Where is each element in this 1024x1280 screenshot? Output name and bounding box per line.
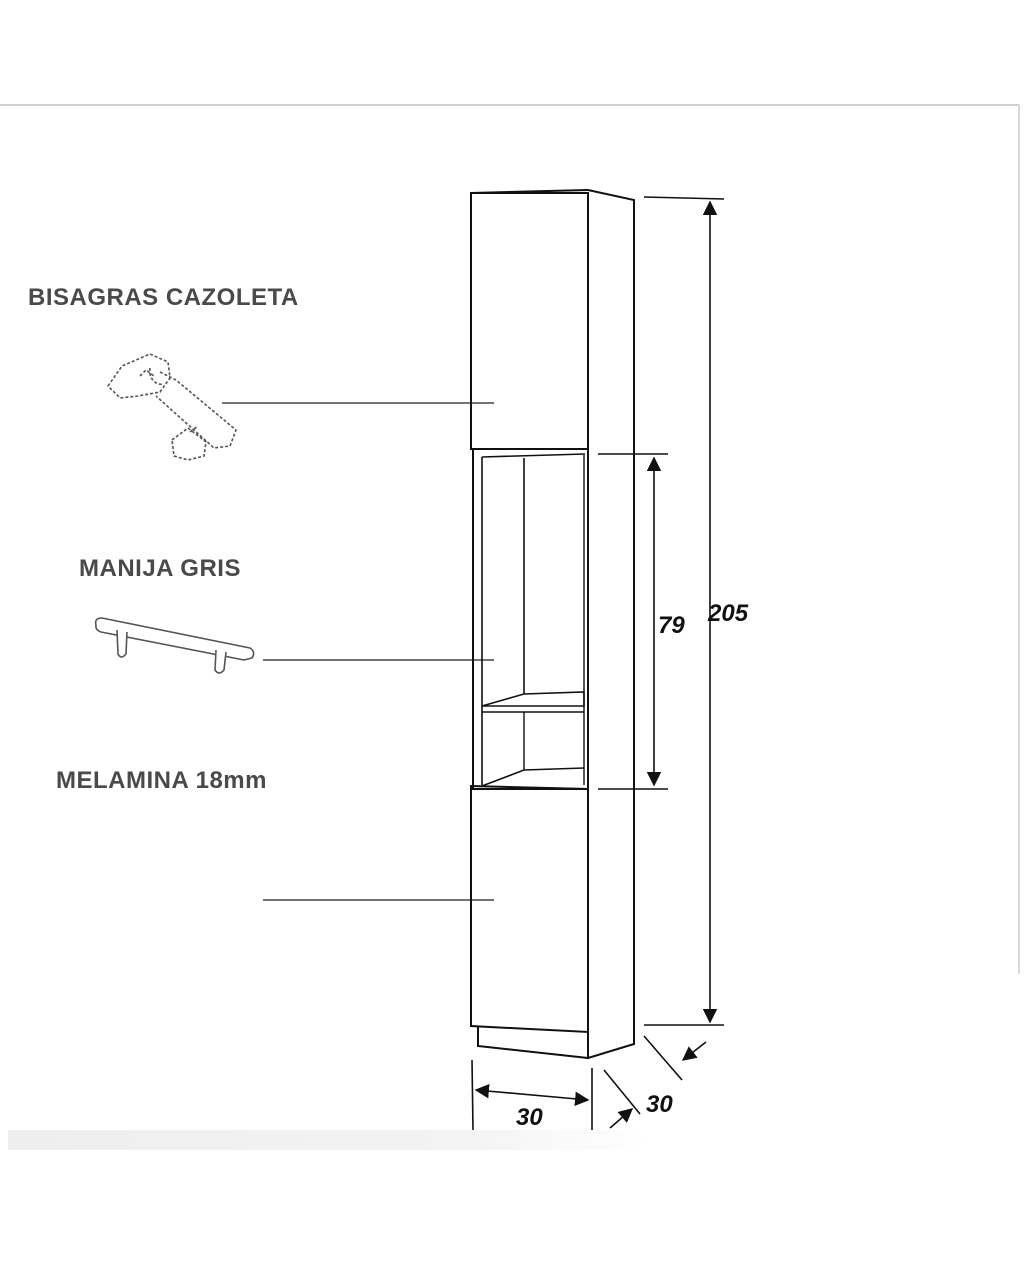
hinges-label: BISAGRAS CAZOLETA bbox=[28, 284, 299, 311]
width-left-extension bbox=[471, 1059, 474, 1131]
upper-door bbox=[470, 192, 589, 450]
frame-border-top bbox=[0, 104, 1020, 106]
width-dimension-line bbox=[474, 1083, 590, 1107]
cabinet-side-panel bbox=[587, 189, 635, 1059]
handle-icon bbox=[94, 617, 255, 674]
cabinet-plinth bbox=[477, 1026, 589, 1060]
depth-dimension: 30 bbox=[646, 1091, 673, 1118]
open-compartment bbox=[472, 448, 589, 790]
depth-arrow-front bbox=[609, 1108, 634, 1129]
material-label: MELAMINA 18mm bbox=[56, 767, 267, 794]
depth-front-extension bbox=[603, 1069, 641, 1115]
depth-arrow-back bbox=[681, 1041, 707, 1061]
leader-lines bbox=[222, 402, 494, 901]
open-section-height-dimension: 79 bbox=[658, 612, 685, 639]
depth-back-extension bbox=[643, 1035, 683, 1081]
hinge-icon bbox=[106, 353, 237, 461]
middle-shelf bbox=[481, 691, 585, 707]
cabinet-body bbox=[470, 189, 635, 1060]
height-top-extension bbox=[643, 196, 725, 200]
width-dimension: 30 bbox=[516, 1104, 543, 1131]
handle-label: MANIJA GRIS bbox=[79, 555, 241, 582]
floor-shadow bbox=[8, 1130, 648, 1150]
frame-border-right bbox=[1018, 104, 1020, 974]
lower-door bbox=[470, 784, 589, 1034]
